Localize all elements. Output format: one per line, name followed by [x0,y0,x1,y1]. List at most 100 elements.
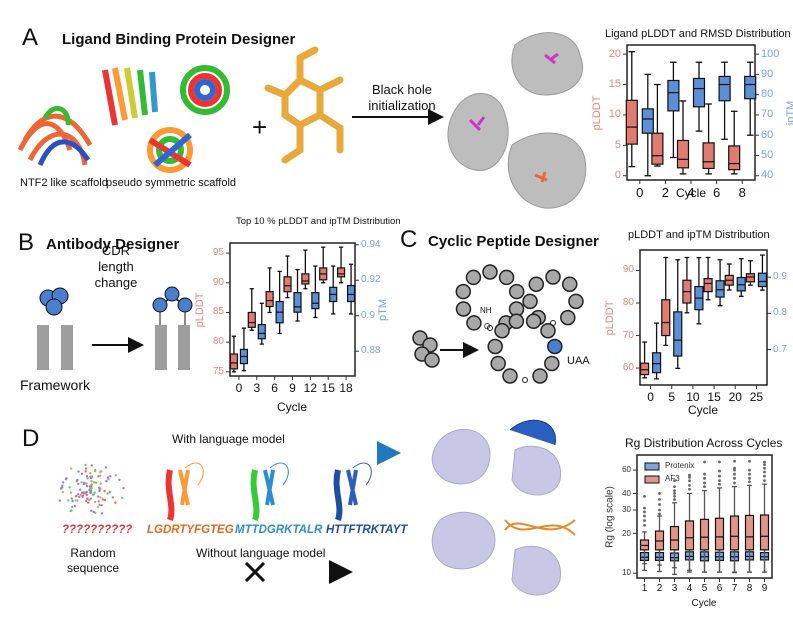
residue [523,294,537,308]
random-residue [81,496,83,498]
residue [509,314,523,328]
box [719,76,730,100]
x-tick-label: 9 [289,381,296,395]
x-tick-label: 8 [739,185,746,200]
outlier [643,495,646,498]
y-tick-label: 85 [213,306,224,317]
y-tick-label: 80 [213,336,224,347]
random-residue [86,494,88,496]
x-axis-label: Cycle [691,598,716,609]
random-residue [85,467,87,469]
x-tick-label: 2 [657,583,663,594]
x-tick-label: 15 [322,381,335,395]
random-residue [104,499,106,501]
residue [466,270,480,284]
random-residue [106,492,108,494]
random-residue [85,491,87,493]
random-residue [71,500,73,502]
y2-tick-label: 0.8 [773,307,787,318]
box [701,519,709,550]
y-tick-label: 15 [609,78,621,90]
chart-title: Rg Distribution Across Cycles [625,436,782,450]
box [662,300,670,336]
outlier [718,483,721,486]
random-residue [71,506,73,508]
outlier [688,488,691,491]
box-ptm-9 [294,270,301,321]
panel-d-label: D [22,425,39,453]
random-residue [77,483,79,485]
residue [425,353,439,367]
y2-tick-label: 100 [761,48,779,60]
random-residue [90,477,92,479]
outlier [718,479,721,482]
random-residue [65,477,67,479]
box [716,518,724,550]
random-residue [121,497,123,499]
residue [561,311,575,325]
box [642,109,653,133]
y2-tick-label: 90 [761,68,773,80]
box-ptm-0 [240,328,247,371]
chart-2 [226,243,359,380]
box [668,80,679,110]
x-tick-label: 6 [713,185,720,200]
box-plddt-10 [683,257,691,312]
y-axis-label: Rg (log scale) [605,486,616,548]
cyclic-peptide-icons [413,265,583,383]
sequence-cycle1: LGDRTYFGTEG [147,524,234,536]
residue [510,285,524,299]
x-tick-label: 3 [672,583,678,594]
outlier [763,467,766,470]
random-residue [68,486,70,488]
random-residue [88,499,90,501]
black-hole-init-label: Black hole initialization [362,82,442,114]
box [686,521,694,550]
outlier [763,479,766,482]
box-ptm-15 [330,266,337,314]
random-residue [93,481,95,483]
legend-label: Protenix [665,461,694,470]
ntf2-scaffold-icon [20,108,90,165]
outlier [673,492,676,495]
random-residue [100,504,102,506]
chart-title: pLDDT and ipTM Distribution [628,229,770,241]
x-axis-label: Cycle [277,400,307,414]
y-axis-label: pLDDT [604,300,616,335]
sequence-cycle3: HTTFTRKTAYT [326,524,407,536]
random-residue [84,470,86,472]
pseudo-symmetric-scaffold-icon [105,68,227,170]
random-residue [84,464,86,466]
box-plddt-6 [703,104,714,174]
residue [546,270,560,284]
y2-tick-label: 0.9 [773,271,787,282]
random-residue [70,492,72,494]
random-residue [79,488,81,490]
box [312,293,319,309]
protein-evolution-icons [59,463,372,520]
y2-tick-label: 60 [761,129,773,141]
without-lm-label: Without language model [196,546,325,560]
framework-label: Framework [20,377,90,393]
box-iptm-25 [758,255,766,290]
box-iptm-15 [716,260,724,306]
random-residue [93,493,95,495]
box-iptm-5 [674,260,682,369]
x-tick-label: 0 [647,390,654,404]
x-tick-label: 7 [732,583,738,594]
random-residue [60,487,62,489]
y2-tick-label: 0.7 [773,344,787,355]
box-plddt-0 [230,336,237,372]
box [248,312,255,327]
random-residue [90,510,92,512]
box [258,325,265,339]
outlier [703,482,706,485]
residue [491,356,505,370]
random-residue [107,476,109,478]
random-residue [62,491,64,493]
random-residue [98,488,100,490]
box-plddt-25 [746,261,754,285]
outlier [718,470,721,473]
outlier [733,460,736,463]
